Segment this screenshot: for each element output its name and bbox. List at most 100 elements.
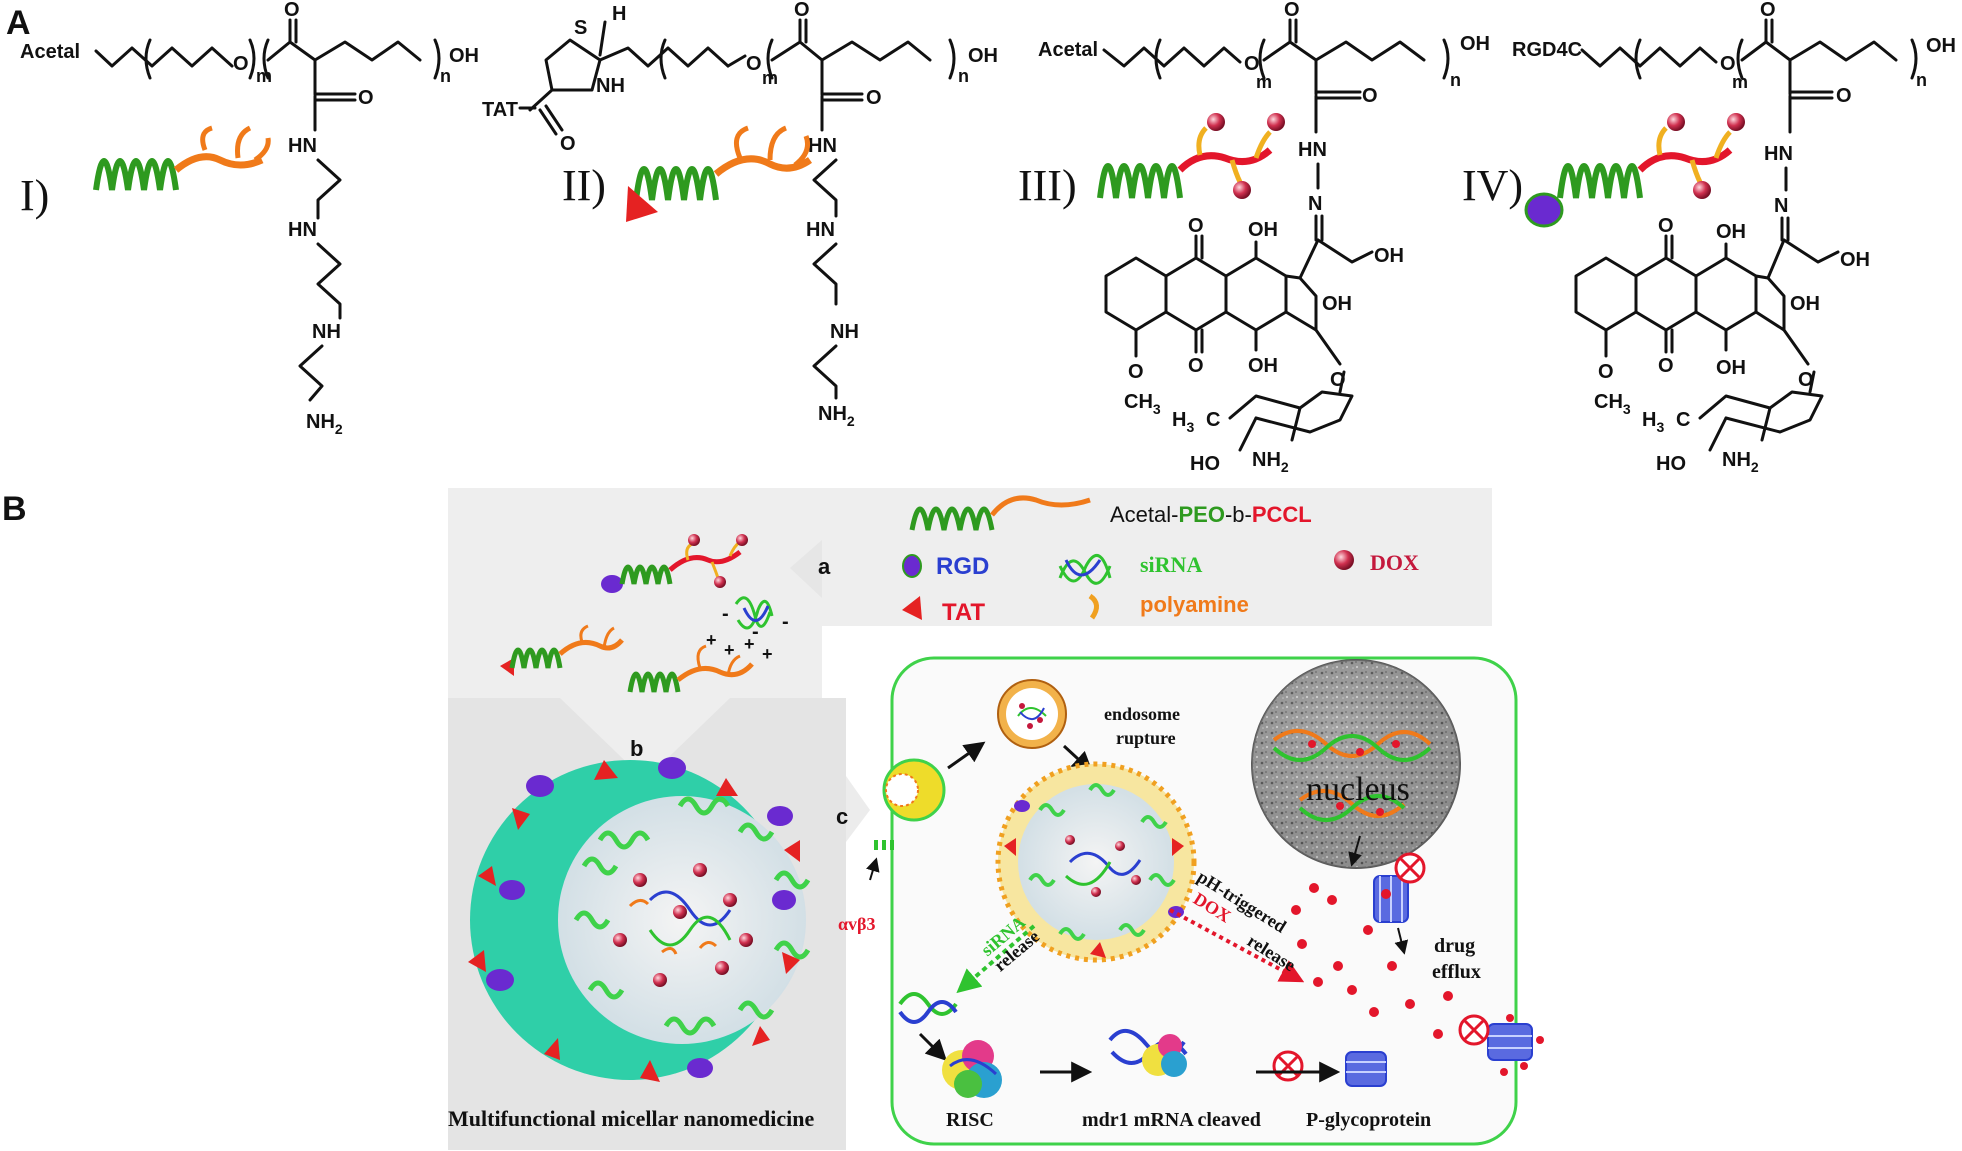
amide-o: O	[358, 87, 374, 109]
tat-carbonyl-o: O	[560, 133, 576, 155]
peo-coil	[1097, 163, 1183, 199]
micelle-rgd	[486, 757, 796, 1078]
linker-arm	[1196, 126, 1272, 184]
rgd-ligand	[601, 575, 623, 593]
dox-bead	[1667, 113, 1685, 131]
ether-o: O	[233, 53, 249, 75]
subscript-n: n	[440, 66, 451, 86]
hydrazone-n: N	[1308, 193, 1322, 215]
polyamine-arm	[200, 125, 271, 163]
quinone-o-top: O	[1188, 215, 1204, 237]
amine-hn: HN	[806, 219, 835, 241]
phenol-oh-top: OH	[1716, 221, 1746, 243]
step-a-pointer	[790, 540, 822, 598]
sugar-c: C	[1206, 409, 1220, 431]
terminal-oh: OH	[968, 45, 998, 67]
nucleus-label: nucleus	[1306, 771, 1410, 808]
micelle-caption: Multifunctional micellar nanomedicine	[448, 1106, 814, 1131]
avb3-label: αvβ3	[838, 914, 876, 934]
legend-tat-icon	[902, 596, 922, 620]
receptor-avb3: αvβ3	[838, 840, 894, 934]
amine-nh: NH	[830, 321, 859, 343]
charge-minus: -	[782, 611, 789, 633]
rupture-label: rupture	[1116, 728, 1176, 748]
dox-bead	[688, 534, 700, 546]
sugar-h3c: H33	[1172, 409, 1194, 435]
dox-bead	[1267, 113, 1285, 131]
linker-arm	[1656, 126, 1732, 184]
pccl-chain	[173, 153, 264, 173]
dox-bead	[736, 534, 748, 546]
legend-rgd-label: RGD	[936, 553, 989, 580]
subscript-m: m	[762, 68, 778, 88]
legend-polymer-tail	[990, 495, 1091, 517]
amine-nh: NH	[312, 321, 341, 343]
ring-oh: OH	[1790, 293, 1820, 315]
dox-release-arrow	[1169, 908, 1305, 983]
dox-bead	[1207, 113, 1225, 131]
pgp-membrane	[1458, 1014, 1544, 1076]
sugar-ho: HO	[1190, 453, 1220, 475]
carbonyl-o: O	[284, 0, 300, 21]
endosome: endosome rupture	[997, 679, 1180, 773]
endocytic-vesicle	[882, 741, 986, 822]
ether-o: O	[1244, 53, 1260, 75]
roman-iii: III)	[1018, 161, 1077, 210]
step-a-polymers: + + + + - - -	[500, 534, 789, 693]
phenol-oh-bottom: OH	[1248, 355, 1278, 377]
hydrazone-n: N	[1774, 195, 1788, 217]
legend-polyamine-label: polyamine	[1140, 592, 1249, 617]
subscript-n: n	[1450, 70, 1461, 90]
amine-nh2: NH2	[306, 411, 343, 437]
subscript-n: n	[958, 66, 969, 86]
carbonyl-o: O	[1760, 0, 1776, 21]
charge-minus: -	[752, 621, 759, 643]
rnai-pathway: RISC mdr1 mRNA cleaved P-glycoprotein	[898, 992, 1431, 1131]
amide-o: O	[866, 87, 882, 109]
micelle-tat	[468, 760, 800, 1082]
risc-complex	[942, 1040, 1002, 1098]
drug-label: drug	[1434, 935, 1475, 957]
structure-i: Acetal O m O n OH O HN HN NH NH2 I)	[20, 0, 479, 437]
quinone-o-bottom: O	[1658, 355, 1674, 377]
risc-label: RISC	[946, 1109, 994, 1131]
micelle-corona	[573, 796, 811, 1036]
quinone-o-bottom: O	[1188, 355, 1204, 377]
charge-plus: +	[762, 644, 773, 664]
terminal-oh: OH	[1926, 35, 1956, 57]
pgp-label: P-glycoprotein	[1306, 1109, 1431, 1131]
ring-oh: OH	[1322, 293, 1352, 315]
terminal-oh: OH	[449, 45, 479, 67]
panel-b-label: B	[2, 490, 27, 528]
thiazolidine-s: S	[574, 17, 587, 39]
sugar-ho: HO	[1656, 453, 1686, 475]
subscript-m: m	[256, 66, 272, 86]
step-b-notch	[560, 698, 730, 780]
step-c-pointer	[846, 776, 870, 842]
amine-nh2: NH2	[818, 403, 855, 429]
glycoside-o: O	[1798, 369, 1814, 391]
amide-hn: HN	[808, 135, 837, 157]
legend-polymer-label: Acetal-PEO-b-PCCL	[1110, 502, 1312, 527]
pgp-pump-nuclear	[1348, 835, 1426, 955]
side-oh: OH	[1374, 245, 1404, 267]
dox-bead	[1693, 181, 1711, 199]
ether-o: O	[1720, 53, 1736, 75]
hydrazone-hn: HN	[1298, 139, 1327, 161]
structure-iv: RGD4C O m O n OH O HN N OH O O OH OH OH	[1462, 0, 1956, 475]
tat-label: TAT	[482, 99, 518, 121]
phenol-oh-bottom: OH	[1716, 357, 1746, 379]
legend: Acetal-PEO-b-PCCL RGD siRNA DOX TAT poly…	[902, 495, 1419, 626]
mrna-cleaved	[1108, 1029, 1188, 1077]
sugar-nh2: NH2	[1722, 449, 1759, 475]
peo-coil	[1557, 163, 1643, 199]
amine-hn: HN	[288, 219, 317, 241]
micelle-large	[468, 757, 811, 1082]
structure-ii: S H NH O m O n OH TAT O O HN HN NH NH2 I…	[482, 0, 998, 429]
released-sirna	[898, 992, 958, 1016]
polyamine-arm	[733, 125, 811, 167]
step-b-label: b	[630, 736, 643, 761]
legend-polymer-coil	[909, 506, 995, 531]
tat-triangle	[626, 186, 658, 222]
